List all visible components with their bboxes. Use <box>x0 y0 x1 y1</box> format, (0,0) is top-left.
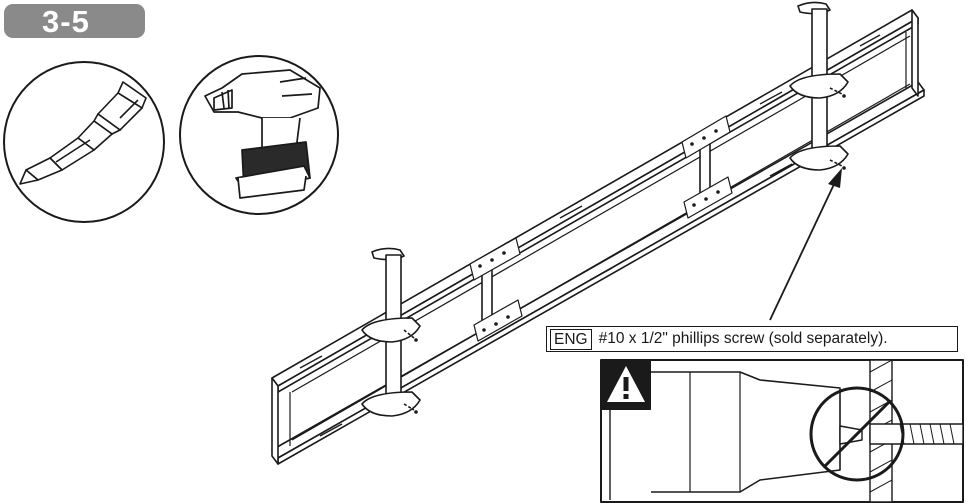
ceiling-pole-right <box>789 1 849 171</box>
step-number: 3-5 <box>42 4 90 39</box>
callout-arrow <box>769 168 842 321</box>
cordless-drill-icon <box>179 55 339 215</box>
ceiling-pole-left <box>361 247 421 417</box>
language-tag: ENG <box>550 328 592 350</box>
warning-detail-panel <box>600 359 964 503</box>
step-badge <box>4 4 145 38</box>
warning-triangle-icon <box>607 366 645 402</box>
screw-callout: ENG #10 x 1/2" phillips screw (sold sepa… <box>546 326 958 352</box>
mounting-frame <box>271 9 925 465</box>
phillips-bit-icon <box>3 61 165 223</box>
callout-text: #10 x 1/2" phillips screw (sold separate… <box>598 330 888 347</box>
